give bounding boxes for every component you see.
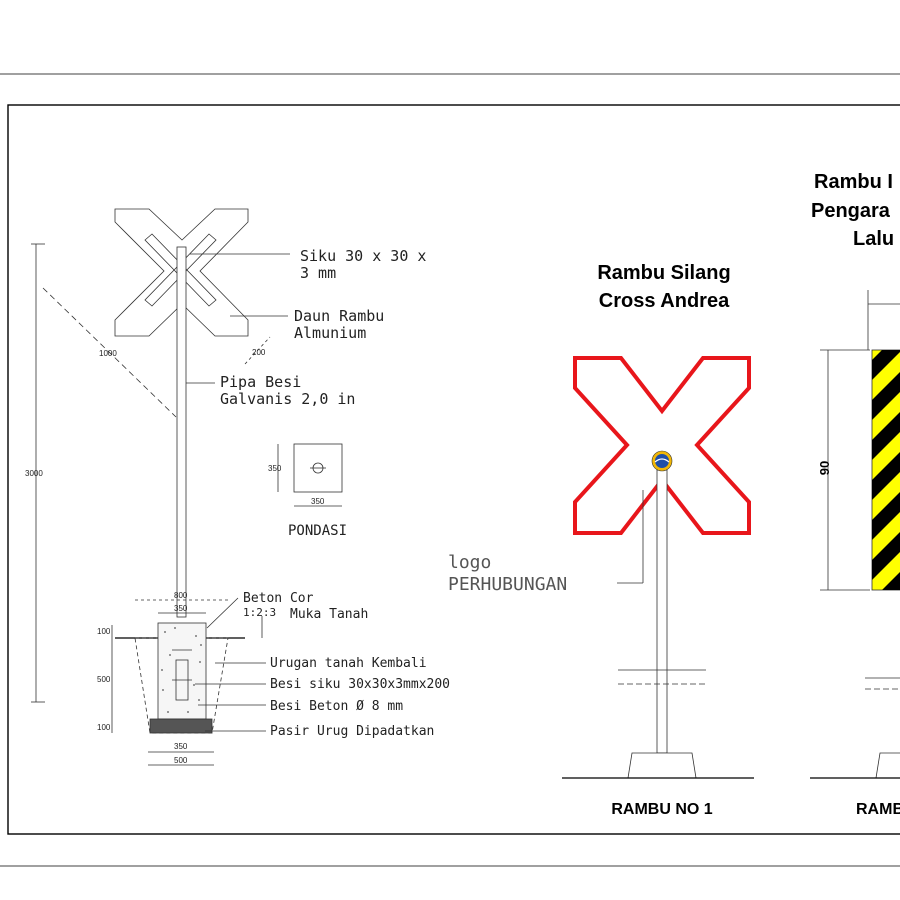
sign2-drawing — [810, 290, 900, 779]
x-plate-outline — [114, 208, 249, 337]
dim-200: 200 — [252, 348, 266, 357]
dim-3000: 3000 — [25, 469, 43, 478]
dim-pondasi-h: 350 — [268, 464, 282, 473]
dim-bot-500: 500 — [174, 756, 188, 765]
dim-bot-350: 350 — [174, 742, 188, 751]
dim-100-top: 100 — [97, 627, 111, 636]
pondasi-plan — [293, 443, 343, 493]
dim-800: 800 — [174, 591, 188, 600]
dim-100-bot: 100 — [97, 723, 111, 732]
label-pipa-2: Galvanis 2,0 in — [220, 390, 355, 408]
sign1-title-line2: Cross Andrea — [599, 290, 730, 312]
sand-bed — [149, 718, 213, 734]
label-besi-siku: Besi siku 30x30x3mmx200 — [270, 677, 450, 692]
label-siku-1: Siku 30 x 30 x — [300, 247, 426, 265]
logo-label-1: logo — [448, 552, 491, 573]
sign2-title-line3: Lalu — [853, 228, 894, 250]
label-pasir: Pasir Urug Dipadatkan — [270, 724, 434, 739]
label-urugan: Urugan tanah Kembali — [270, 656, 427, 671]
label-daun-2: Almunium — [294, 324, 366, 342]
sign1-base — [627, 752, 697, 779]
logo-label-2: PERHUBUNGAN — [448, 574, 567, 595]
sign2-caption: RAMB — [856, 801, 900, 818]
angle-bar-1 — [144, 233, 217, 307]
sign1-title-line1: Rambu Silang — [597, 262, 730, 284]
label-muka-tanah: Muka Tanah — [290, 607, 368, 622]
dim-1000: 1000 — [99, 349, 117, 358]
label-siku-2: 3 mm — [300, 264, 336, 282]
angle-bar-2 — [144, 233, 217, 307]
label-besi-beton: Besi Beton Ø 8 mm — [270, 699, 403, 714]
label-pondasi: PONDASI — [288, 523, 347, 539]
logo-perhubungan-emblem — [651, 450, 673, 472]
drawing-frame — [7, 104, 900, 835]
dim-pondasi-w: 350 — [311, 497, 325, 506]
sign1-drawing — [562, 356, 754, 779]
sign2-dim-90: 90 — [817, 461, 832, 475]
dim-top-350: 350 — [174, 604, 188, 613]
hazard-stripes — [872, 350, 900, 590]
sign1-x-plate — [573, 356, 751, 535]
label-daun-1: Daun Rambu — [294, 307, 384, 325]
label-ratio: 1:2:3 — [243, 606, 276, 619]
concrete-texture — [161, 627, 202, 713]
sign2-title-line1: Rambu I — [814, 171, 893, 193]
sign1-pole — [656, 469, 668, 754]
dim-1000-line — [42, 287, 177, 418]
label-pipa-1: Pipa Besi — [220, 373, 301, 391]
dim-500: 500 — [97, 675, 111, 684]
label-beton-cor: Beton Cor — [243, 591, 314, 606]
sign2-title-line2: Pengara — [811, 200, 891, 222]
detail-drawing — [31, 208, 343, 766]
sign1-caption: RAMBU NO 1 — [611, 801, 712, 818]
pole — [176, 246, 187, 618]
